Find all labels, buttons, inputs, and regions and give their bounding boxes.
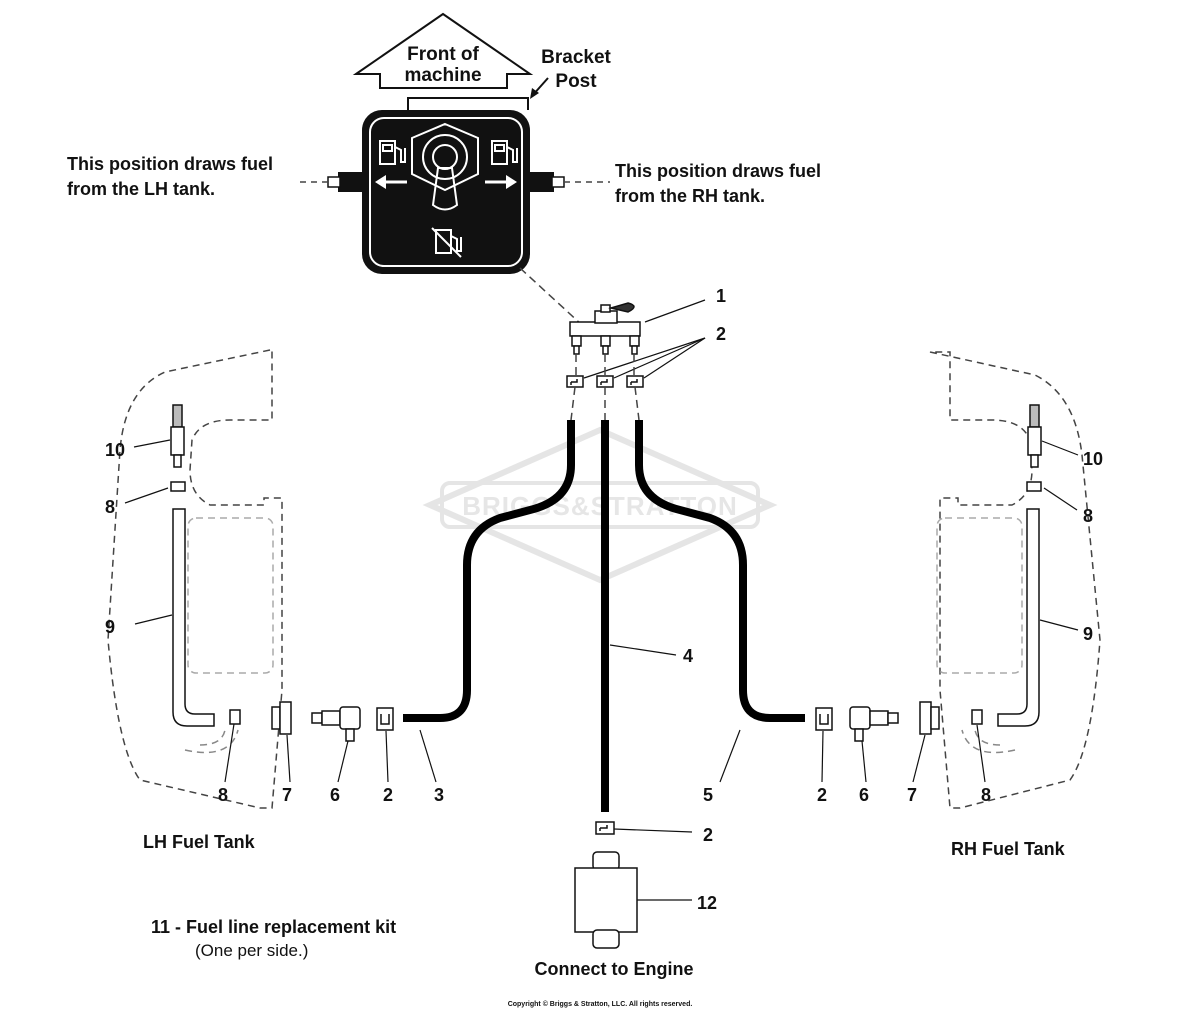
kit-note: 11 - Fuel line replacement kit: [151, 917, 396, 937]
rh-tank-label: RH Fuel Tank: [951, 839, 1066, 859]
callout-3: 3: [434, 785, 444, 805]
callout-9-lh: 9: [105, 617, 115, 637]
lh-fittings: [271, 701, 394, 742]
fuel-pump-icon-right: [491, 140, 518, 165]
callout-12: 12: [697, 893, 717, 913]
engine-label: Connect to Engine: [535, 959, 694, 979]
callout-6-lh: 6: [330, 785, 340, 805]
callout-1: 1: [716, 286, 726, 306]
hose-lh: [403, 420, 575, 722]
copyright: Copyright © Briggs & Stratton, LLC. All …: [508, 1000, 693, 1008]
bracket-label-line2: Post: [555, 71, 597, 92]
front-label-line1: Front of: [407, 44, 479, 65]
fuel-off-icon: [431, 227, 462, 258]
bracket-label-line1: Bracket: [541, 47, 611, 68]
valve-notes: This position draws fuel from the LH tan…: [67, 154, 821, 326]
valve-clamps: [566, 375, 644, 388]
callout-8-rh-bottom: 8: [981, 785, 991, 805]
fuel-valve-part: [569, 302, 641, 355]
lh-position-note-line1: This position draws fuel: [67, 154, 273, 174]
lh-fuel-tank: [107, 349, 283, 809]
lh-tank-label: LH Fuel Tank: [143, 832, 256, 852]
callout-2-valve-clamps: 2: [716, 324, 726, 344]
rh-pickup-parts: [971, 404, 1042, 727]
callout-10-lh: 10: [105, 440, 125, 460]
callout-8-lh-top: 8: [105, 497, 115, 517]
callout-2-lh: 2: [383, 785, 393, 805]
lh-position-note-line2: from the LH tank.: [67, 179, 215, 199]
bracket-post: Bracket Post: [407, 47, 612, 110]
watermark-logo: BRIGGS&STRATTON: [422, 426, 778, 584]
callout-6-rh: 6: [859, 785, 869, 805]
callout-8-rh-top: 8: [1083, 506, 1093, 526]
callout-9-rh: 9: [1083, 624, 1093, 644]
fuel-valve-detail: [327, 110, 565, 274]
lh-pickup-parts: [170, 404, 241, 727]
front-label-line2: machine: [404, 65, 481, 86]
fuel-pump-icon-left: [379, 140, 406, 165]
callout-2-filter: 2: [703, 825, 713, 845]
callout-7-lh: 7: [282, 785, 292, 805]
callout-numbers: 1 2 10 8 9 4 10 8 9 8 7 6 2 3 5 2 6 7 8 …: [105, 286, 1103, 913]
callout-5: 5: [703, 785, 713, 805]
hose-rh: [635, 420, 805, 722]
fuel-hoses: [403, 420, 805, 812]
callout-4: 4: [683, 646, 693, 666]
callout-8-lh-bottom: 8: [218, 785, 228, 805]
callout-7-rh: 7: [907, 785, 917, 805]
callout-2-rh: 2: [817, 785, 827, 805]
kit-note-sub: (One per side.): [195, 941, 308, 960]
fuel-filter: [574, 821, 638, 949]
front-of-machine-arrow: Front of machine: [352, 12, 534, 89]
callout-10-rh: 10: [1083, 449, 1103, 469]
rh-position-note-line2: from the RH tank.: [615, 186, 765, 206]
rh-fittings: [815, 701, 940, 742]
rh-position-note-line1: This position draws fuel: [615, 161, 821, 181]
rh-fuel-tank: [929, 351, 1101, 809]
